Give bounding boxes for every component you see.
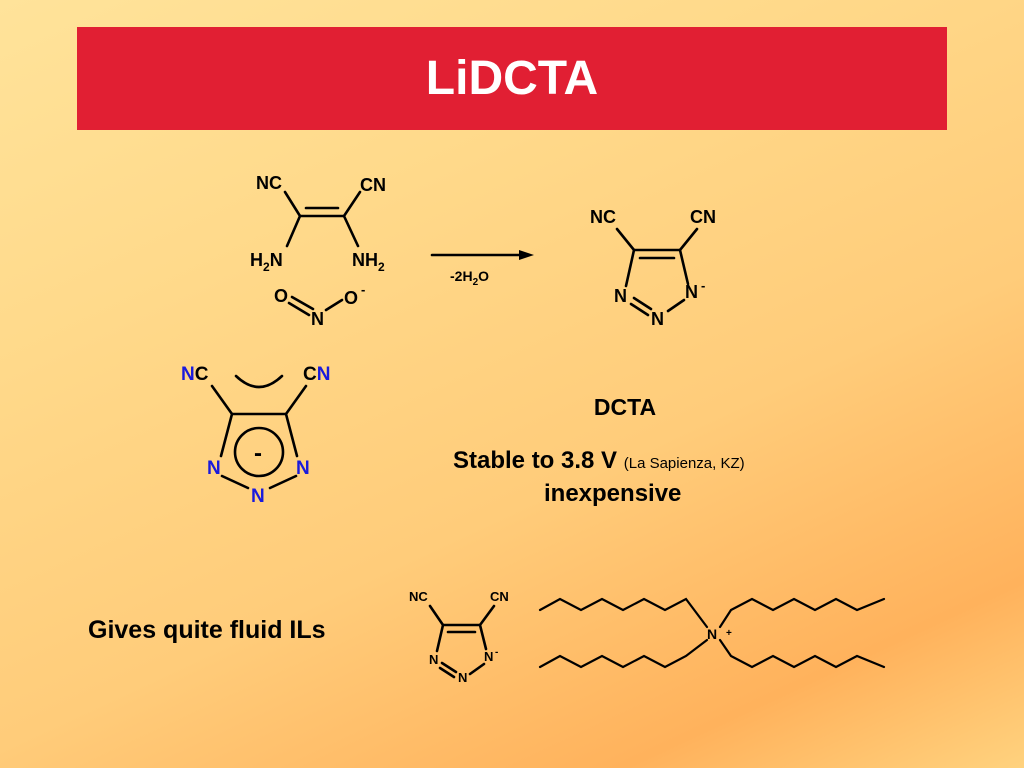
dcta-name: DCTA	[593, 394, 657, 420]
stability-note: (La Sapienza, KZ)	[623, 455, 745, 472]
product-n-bottom-label: N	[651, 309, 664, 329]
cost-text: inexpensive	[544, 480, 682, 507]
arrow-condition: -2H2O	[450, 268, 489, 288]
product-charge: -	[701, 278, 705, 293]
cation-chains	[538, 597, 886, 669]
delocalized-nc-label: NC	[181, 364, 209, 385]
il-anion-charge: -	[495, 647, 498, 658]
product-ring-bonds	[615, 227, 699, 317]
il-caption: Gives quite fluid ILs	[88, 616, 326, 644]
reactant-nh2-label: NH2	[352, 250, 385, 274]
delocalized-charge: -	[254, 440, 262, 467]
title-banner: LiDCTA	[77, 27, 947, 130]
reactant-h2n-label: H2N	[250, 250, 283, 274]
nitrite-charge: -	[361, 282, 365, 297]
reactant-cn-label: CN	[360, 175, 386, 195]
delocalized-cn-label: CN	[303, 364, 330, 385]
nitrite-o-minus-label: O	[344, 288, 358, 308]
delocalized-n-right-label: N	[296, 458, 310, 479]
stability-text: Stable to 3.8 V (La Sapienza, KZ)	[453, 447, 745, 474]
slide-title: LiDCTA	[425, 52, 599, 105]
delocalized-n-left-label: N	[207, 458, 221, 479]
nitrite-o-label: O	[274, 286, 288, 306]
delocalized-ring-bonds	[210, 374, 308, 490]
product-n-right-label: N	[685, 282, 698, 302]
product-cn-label: CN	[690, 207, 716, 227]
nitrite-n-label: N	[311, 309, 324, 329]
product-nc-label: NC	[590, 207, 616, 227]
cation-charge: +	[726, 628, 732, 639]
delocalized-n-bottom-label: N	[251, 486, 265, 507]
reactant-nc-label: NC	[256, 173, 282, 193]
product-n-left-label: N	[614, 286, 627, 306]
il-anion-nc-label: NC	[409, 589, 428, 604]
il-anion-n-right-label: N	[484, 649, 493, 664]
il-anion-n-bottom-label: N	[458, 670, 467, 685]
arrow-head	[519, 250, 534, 260]
il-anion-bonds	[428, 604, 496, 679]
cation-n-label: N	[707, 626, 717, 642]
il-anion-cn-label: CN	[490, 589, 509, 604]
il-anion-n-left-label: N	[429, 652, 438, 667]
reactant-bonds	[283, 190, 362, 317]
